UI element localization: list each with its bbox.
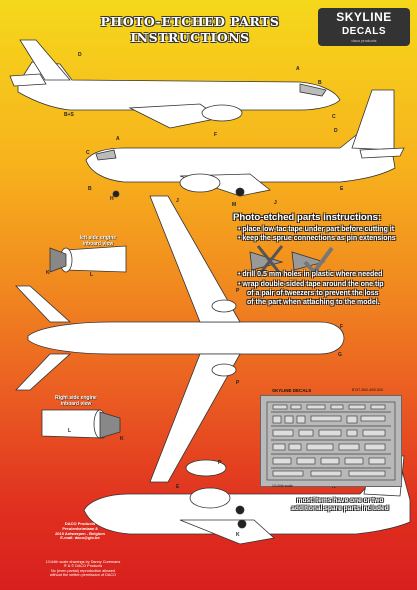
skyline-decals-logo: SKYLINE DECALS daco products bbox=[318, 8, 410, 46]
fret-scale: 1/144th scale bbox=[272, 484, 293, 488]
callout-j2-mid: J bbox=[274, 200, 277, 206]
instruction-step-1: • place low-tac tape under part before c… bbox=[238, 226, 395, 233]
callout-b-mid: B bbox=[88, 186, 92, 192]
fret-code: B737-300/-400/-500 bbox=[352, 388, 384, 392]
copyright-notice: 1/144th scale drawings by Danny Coremans… bbox=[18, 560, 148, 578]
title-line-2: INSTRUCTIONS bbox=[130, 30, 250, 45]
callout-j-mid: J bbox=[176, 198, 179, 204]
callout-c-top: C bbox=[332, 114, 336, 120]
callout-d-mid: D bbox=[334, 128, 338, 134]
right-engine-label-2: inboard view bbox=[60, 401, 92, 407]
callout-k-left: K bbox=[46, 270, 50, 276]
callout-f-mid: F bbox=[214, 132, 218, 138]
callout-m-mid: M bbox=[232, 202, 237, 208]
callout-k-right: K bbox=[120, 436, 124, 442]
credit-line-2: Preulenheimlaan 8 bbox=[62, 525, 98, 531]
spare-note-line-1: most items have one or two bbox=[296, 497, 384, 504]
left-engine-label-1: left side engine bbox=[79, 235, 117, 241]
logo-tag: daco products bbox=[351, 38, 377, 43]
credit-line-9: without the written permission of DACO bbox=[49, 573, 117, 578]
callout-l-left: L bbox=[90, 272, 94, 278]
callout-p-bottom: P bbox=[218, 460, 222, 466]
spare-note-line-2: additional spare parts included bbox=[291, 505, 389, 512]
instructions-heading: Photo-etched parts instructions: bbox=[233, 212, 382, 223]
callout-bs: B+S bbox=[64, 112, 74, 118]
credit-line-7: ® & © DACO Products bbox=[63, 564, 103, 569]
callout-n-bottom: N bbox=[332, 484, 336, 490]
instruction-step-2: • keep the sprue connections as pin exte… bbox=[238, 235, 396, 242]
left-engine-label-2: inboard view bbox=[82, 241, 114, 247]
side-view-middle bbox=[85, 89, 405, 198]
callout-l-right: L bbox=[68, 428, 72, 434]
logo-skyline: SKYLINE bbox=[336, 10, 392, 24]
plan-view bbox=[15, 195, 345, 483]
credit-line-1: DACO Products bbox=[64, 521, 96, 526]
instruction-drill: • drill 0.5 mm holes in plastic where ne… bbox=[238, 271, 383, 278]
callout-c-mid: C bbox=[86, 150, 90, 156]
callout-a-top: A bbox=[296, 66, 300, 72]
callout-b-top: B bbox=[318, 80, 322, 86]
title-line-1: PHOTO-ETCHED PARTS bbox=[100, 14, 280, 29]
instruction-tape-1: • wrap double-sided tape around the one … bbox=[238, 281, 384, 288]
left-engine-view bbox=[49, 245, 127, 273]
callout-f-plan: F bbox=[340, 324, 344, 330]
callout-e-mid: E bbox=[340, 186, 344, 192]
callout-k-bottom: K bbox=[236, 532, 240, 538]
credit-line-3: 2010 Antwerpen - Belgium bbox=[55, 530, 105, 536]
spare-parts-note: most items have one or two additional sp… bbox=[270, 497, 410, 513]
tweezers-illustration bbox=[249, 245, 334, 277]
logo-decals: DECALS bbox=[341, 26, 387, 37]
fret-parts-graphic bbox=[266, 401, 396, 481]
callout-p-plan2: P bbox=[236, 380, 240, 386]
callout-e-bottom: E bbox=[176, 484, 180, 490]
right-engine-label-1: Right side engine bbox=[55, 395, 97, 401]
credit-line-6: 1/144th scale drawings by Danny Coremans bbox=[45, 560, 121, 564]
photo-etched-fret bbox=[260, 395, 402, 487]
callout-h-mid: H bbox=[110, 196, 114, 202]
instruction-tape-2: of a pair of tweezers to prevent the los… bbox=[247, 290, 379, 297]
callout-a-mid: A bbox=[116, 136, 120, 142]
company-address: DACO Products Preulenheimlaan 8 2010 Ant… bbox=[20, 521, 140, 541]
fret-brand: SKYLINE DECALS bbox=[272, 388, 312, 393]
credit-line-4: E-mail: daco@glo.be bbox=[60, 535, 100, 541]
credit-line-8: No (even partial) reproduction allowed bbox=[50, 568, 116, 573]
side-view-top bbox=[9, 39, 341, 129]
right-engine-view bbox=[41, 409, 121, 439]
callout-p-plan1: P bbox=[236, 288, 240, 294]
instruction-tape-3: of the part when attaching to the model. bbox=[247, 299, 380, 306]
callout-g-plan: G bbox=[338, 352, 342, 358]
callout-d-top: D bbox=[78, 52, 82, 58]
